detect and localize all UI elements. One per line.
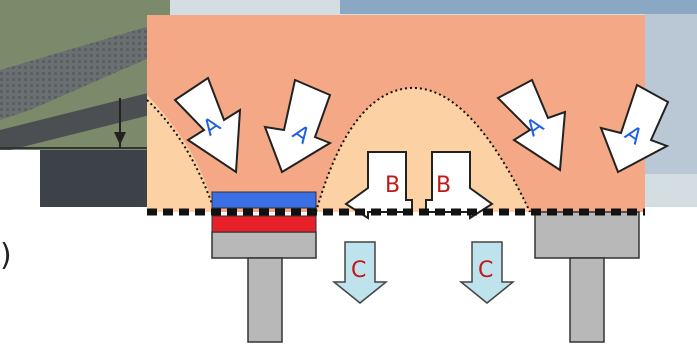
arrow-b-left-label: B: [385, 173, 400, 198]
arrow-a-4: A: [599, 83, 670, 174]
bearing-blue: [211, 191, 317, 209]
arrow-c-right-label: C: [478, 258, 493, 283]
arrow-a-2: A: [263, 78, 333, 174]
pier-right: [534, 211, 640, 343]
stress-zone-left: [147, 95, 215, 212]
bearing-red: [211, 215, 317, 233]
arrow-a-3: A: [496, 78, 567, 172]
arrow-b-left: B: [344, 151, 413, 220]
arrow-c-left-label: C: [351, 258, 366, 283]
edge-text-fragment: ): [0, 238, 12, 273]
arrow-b-right-label: B: [436, 173, 451, 198]
arrow-c-right: C: [458, 241, 516, 304]
arrow-c-left: C: [331, 241, 389, 304]
pier-left: [211, 231, 317, 343]
arrow-a-1: A: [173, 76, 242, 174]
